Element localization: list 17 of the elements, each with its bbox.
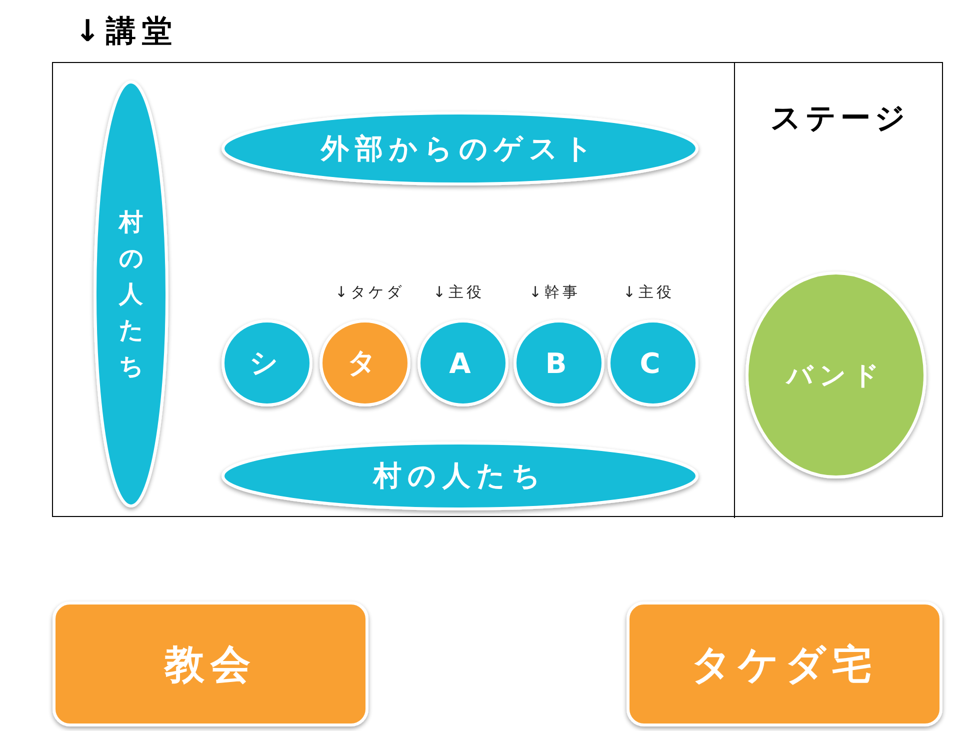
node-label: 教会 xyxy=(162,640,258,690)
hall-heading: ↓講堂 xyxy=(75,13,178,51)
role-note: ↓タケダ xyxy=(335,283,405,302)
node-label: B xyxy=(544,346,574,382)
node-label: 外部からのゲスト xyxy=(320,130,600,166)
node-label: 村の人たち xyxy=(372,458,548,494)
node-label: バンド xyxy=(784,360,886,392)
node-label: タ xyxy=(346,345,384,381)
node-label: A xyxy=(448,346,478,382)
node-label: 村の人たち xyxy=(117,207,145,382)
role-note: ↓幹事 xyxy=(529,283,581,302)
node-label: タケダ宅 xyxy=(690,640,879,690)
node-label: C xyxy=(638,346,668,382)
stage-label: ステージ xyxy=(770,100,910,138)
role-note: ↓主役 xyxy=(623,283,675,302)
node-label: シ xyxy=(248,345,286,381)
role-note: ↓主役 xyxy=(433,283,485,302)
